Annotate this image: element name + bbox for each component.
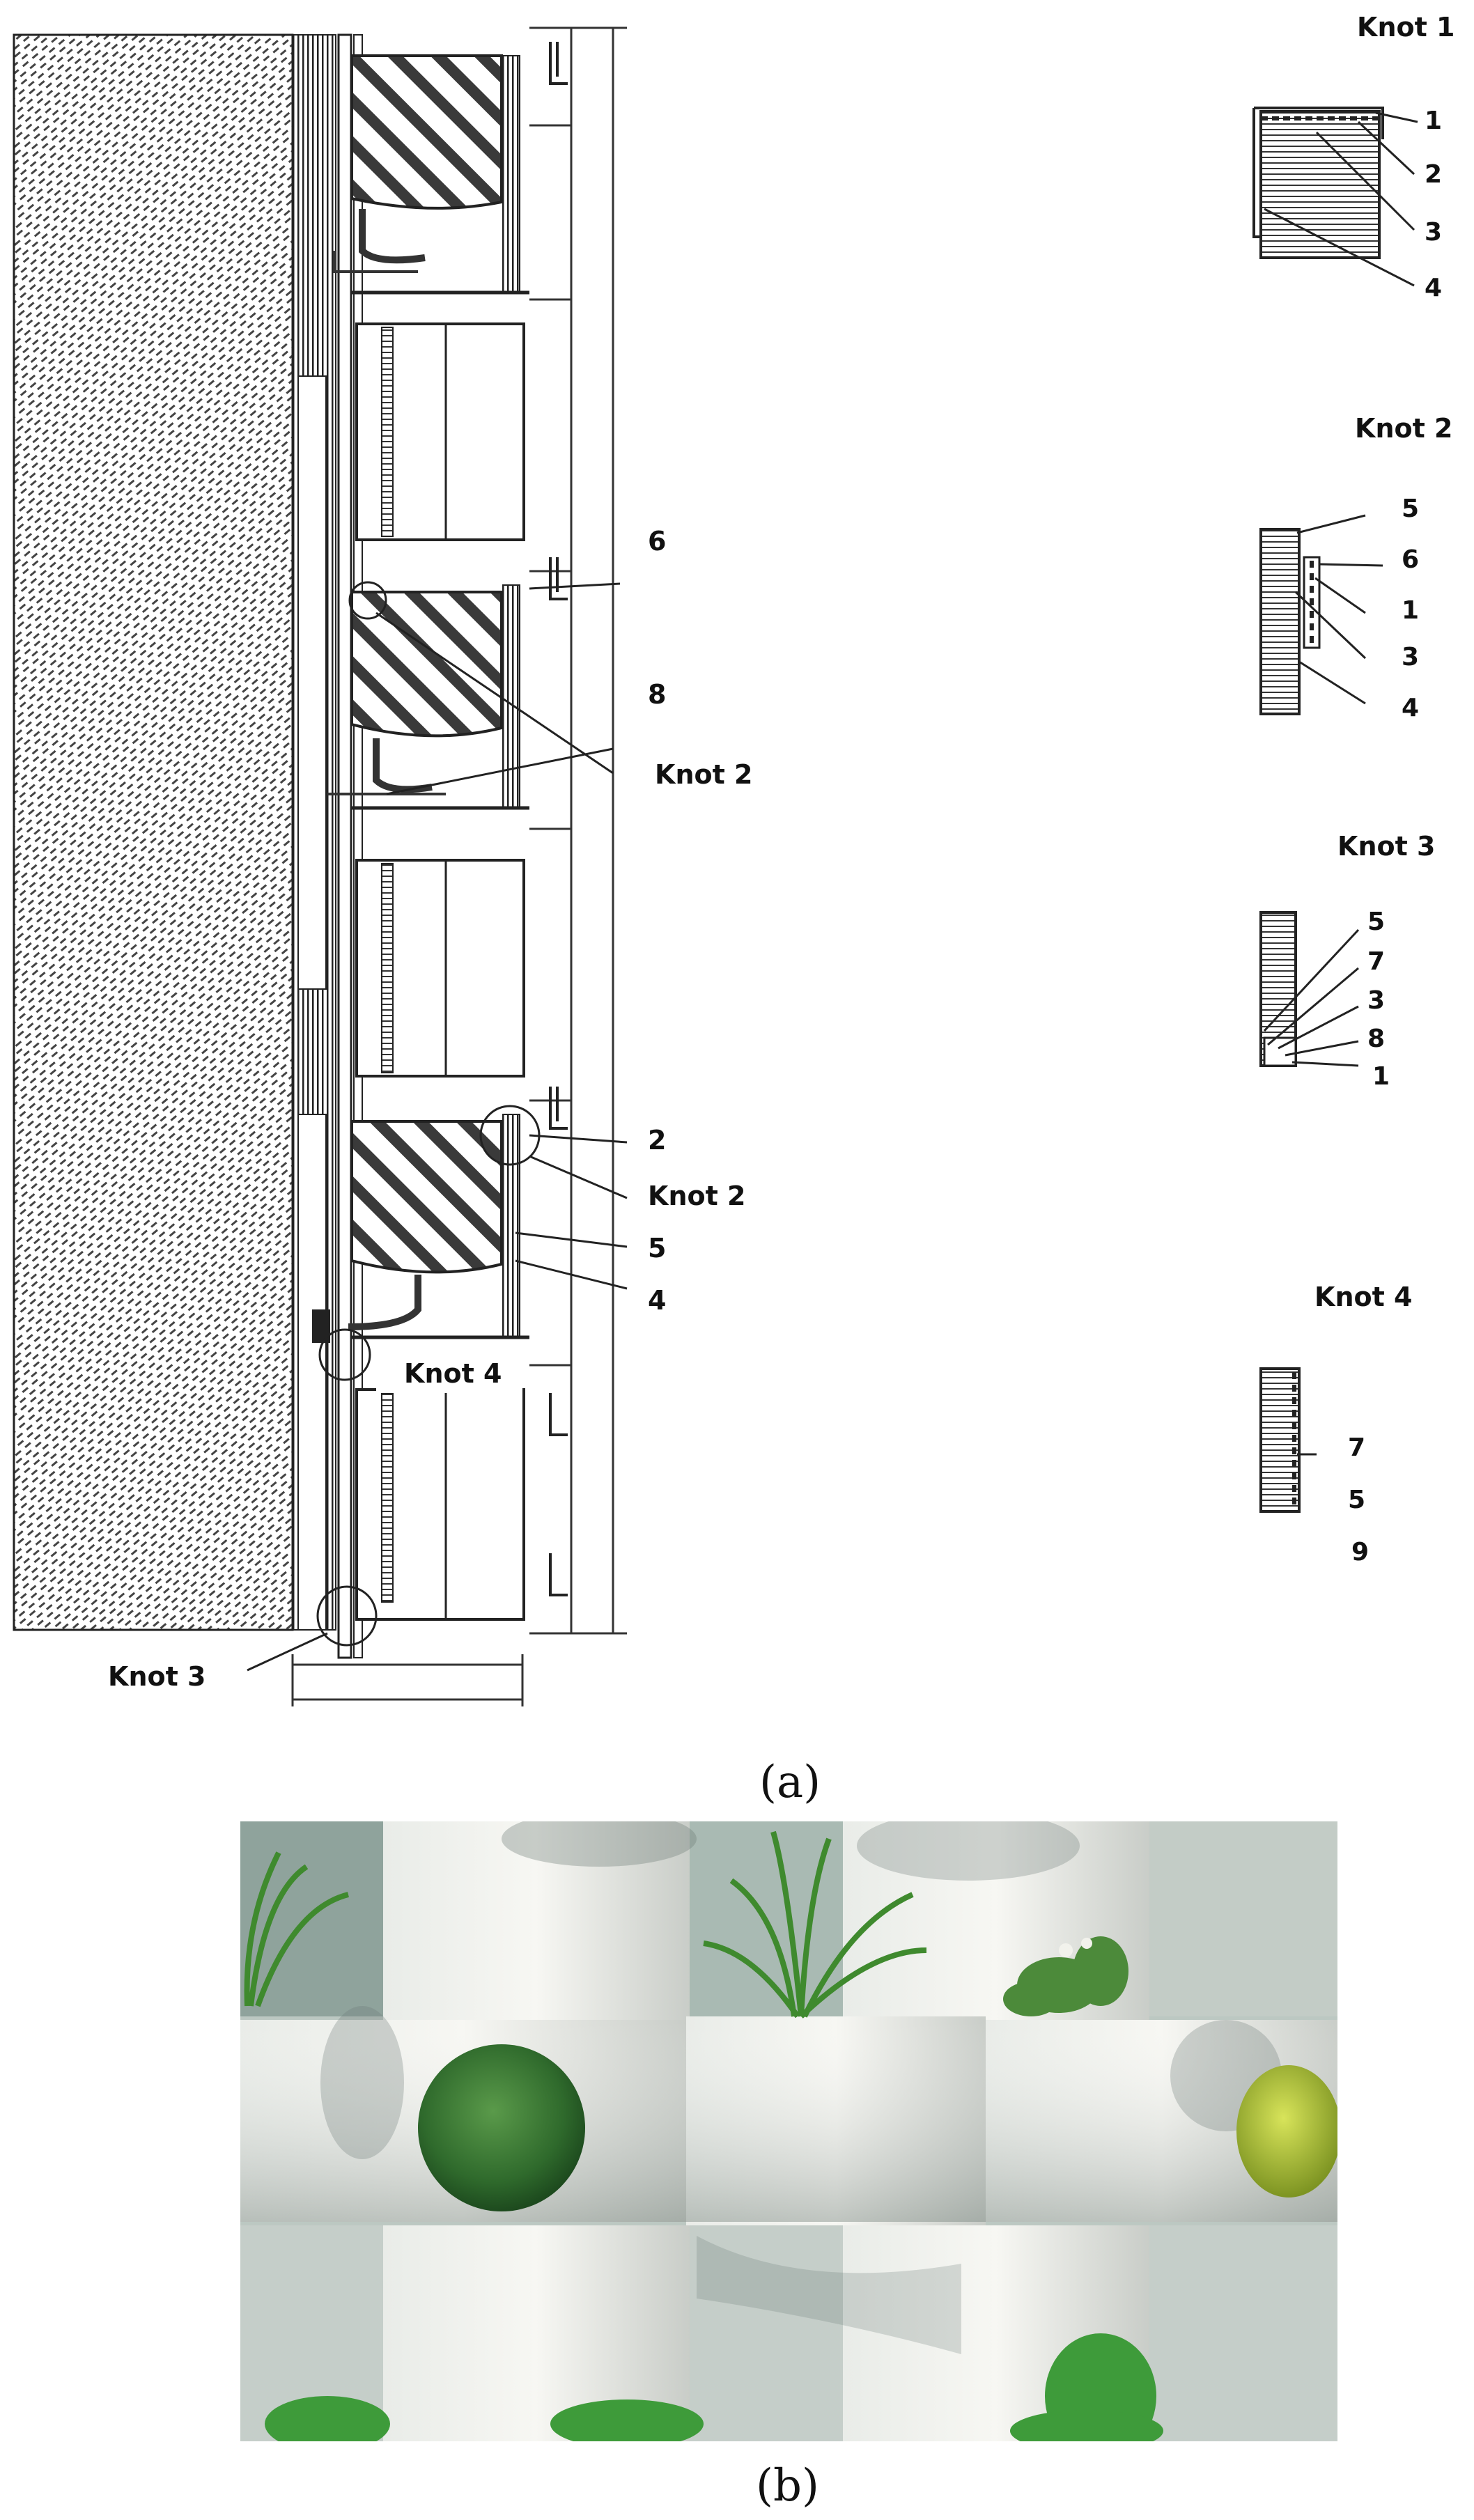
knot-3-detail: Knot 3 5 7 3 8 1 [1259, 831, 1435, 1091]
knot-2-detail: Knot 2 5 6 1 3 4 [1259, 413, 1452, 722]
planter-box [333, 54, 529, 295]
anchor-bracket [549, 42, 568, 1596]
vertical-rail [337, 33, 352, 1659]
knot-4-label: 9 [1351, 1538, 1369, 1566]
knot-2-title: Knot 2 [1355, 413, 1452, 444]
caption-b: (b) [756, 2460, 819, 2512]
knot-4-label: 7 [1348, 1433, 1365, 1462]
knot-1-label: 4 [1425, 274, 1442, 302]
knot-1-label: 1 [1425, 107, 1442, 135]
knot-2-label: 5 [1402, 495, 1419, 523]
callout-knot2-upper: Knot 2 [655, 759, 752, 790]
knot-marker [316, 1585, 378, 1647]
callout-2: 2 [648, 1125, 666, 1156]
callout-knot2-lower: Knot 2 [648, 1181, 745, 1211]
caption-a: (a) [759, 1757, 821, 1808]
round-shrub [1236, 2065, 1337, 2198]
cladding-panel [355, 322, 525, 541]
knot-2-label: 4 [1402, 694, 1419, 722]
callout-4: 4 [648, 1285, 666, 1316]
callout-knot3: Knot 3 [108, 1661, 205, 1692]
green-wall-photo [240, 1821, 1337, 2441]
knot-3-label: 1 [1372, 1062, 1390, 1091]
dimension-lines [291, 26, 627, 1706]
knot-1-title: Knot 1 [1357, 12, 1454, 42]
small-plant [1003, 1936, 1128, 2016]
knot-3-label: 3 [1367, 986, 1385, 1015]
knot-4-label: 5 [1348, 1486, 1365, 1514]
cladding-panel [355, 859, 525, 1078]
round-shrub [418, 2044, 585, 2211]
elevation-drawing: 6 8 Knot 2 2 Knot 2 5 4 Knot 4 Knot 3 [13, 26, 752, 1706]
callout-knot4: Knot 4 [404, 1358, 502, 1389]
grass-plant [244, 1830, 927, 2019]
leader-lines [247, 582, 628, 1672]
callout-6: 6 [648, 526, 666, 557]
planter-box [312, 1114, 529, 1343]
callout-8: 8 [648, 679, 666, 710]
knot-2-label: 6 [1402, 545, 1419, 574]
planter-box [327, 584, 529, 810]
knot-3-label: 5 [1367, 908, 1385, 936]
knot-4-title: Knot 4 [1314, 1282, 1412, 1312]
masonry-wall [13, 33, 294, 1631]
knot-1-label: 2 [1425, 160, 1442, 189]
vertical-rail [297, 1114, 327, 1631]
knot-3-label: 7 [1367, 947, 1385, 976]
knot-3-label: 8 [1367, 1025, 1385, 1053]
knot-1-label: 3 [1425, 218, 1442, 247]
knot-2-label: 1 [1402, 596, 1419, 625]
knot-2-label: 3 [1402, 643, 1419, 671]
callout-5: 5 [648, 1233, 666, 1263]
vertical-rail [297, 375, 327, 990]
knot-marker [318, 1328, 371, 1381]
cladding-panel [355, 1388, 525, 1621]
ground-cover [265, 2333, 1163, 2441]
knot-1-detail: Knot 1 1 2 3 4 [1252, 12, 1454, 302]
knot-4-detail: Knot 4 7 5 9 [1259, 1282, 1412, 1566]
knot-3-title: Knot 3 [1337, 831, 1435, 862]
knot-marker [348, 581, 387, 620]
